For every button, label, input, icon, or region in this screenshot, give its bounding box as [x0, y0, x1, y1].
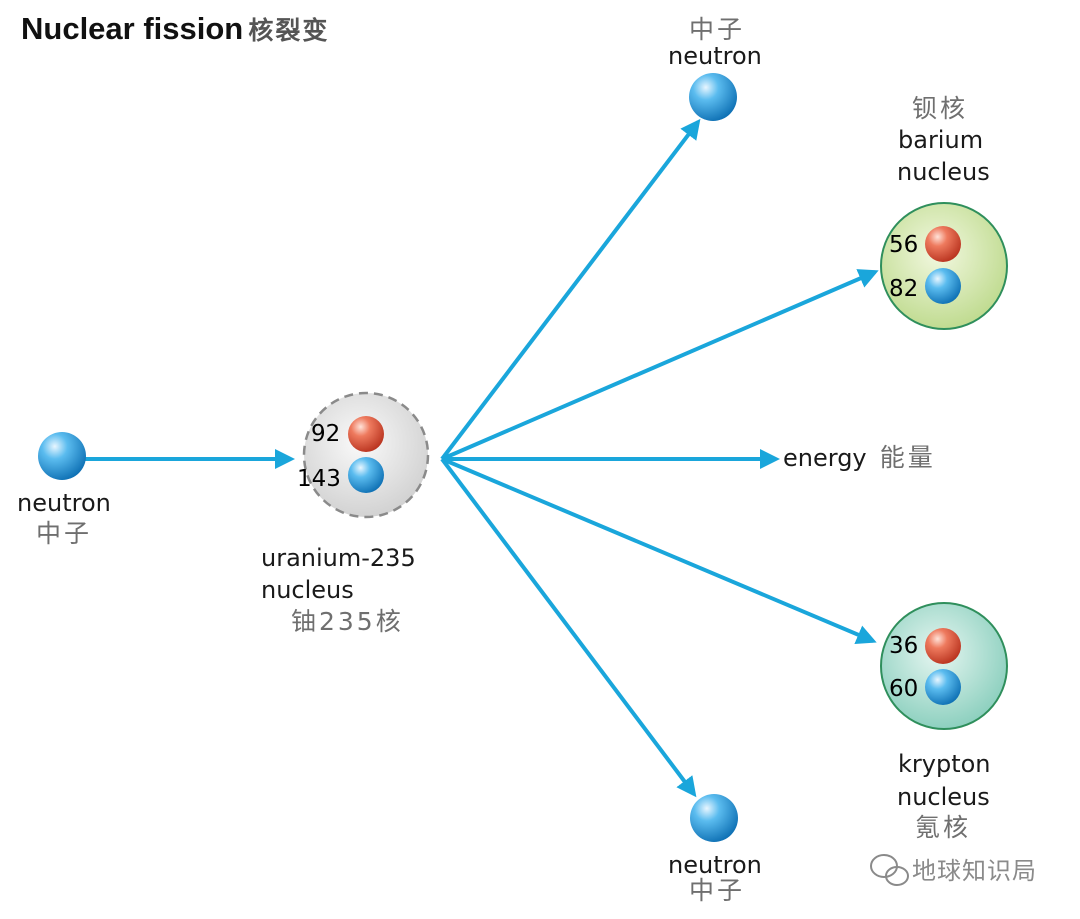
krypton-label-en-1: krypton	[898, 750, 991, 778]
energy-label-en: energy	[783, 444, 867, 472]
title-zh: 核裂变	[248, 16, 330, 45]
barium-label-en-1: barium	[898, 126, 984, 154]
energy-label: energy 能量	[783, 445, 936, 470]
barium-neutron-ball	[925, 268, 961, 304]
krypton-neutron-count: 60	[889, 676, 919, 702]
energy-label-zh: 能量	[879, 443, 936, 472]
arrow-to-krypton	[441, 457, 877, 644]
barium-proton-count: 56	[889, 232, 919, 258]
krypton-proton-count: 36	[889, 633, 919, 659]
barium-label-en-2: nucleus	[897, 158, 990, 186]
title: Nuclear fission 核裂变	[21, 13, 329, 44]
arrow-to-barium	[441, 269, 879, 461]
bottom-neutron-label-en: neutron	[668, 851, 762, 879]
krypton-nucleus	[880, 602, 1008, 730]
uranium-label-zh: 铀235核	[291, 607, 404, 636]
top-neutron-label-zh: 中子	[689, 15, 746, 44]
incoming-neutron-label-zh: 中子	[36, 519, 93, 548]
uranium-label-en-2: nucleus	[261, 576, 354, 604]
krypton-proton-ball	[925, 628, 961, 664]
uranium-proton-ball	[348, 416, 384, 452]
barium-neutron-count: 82	[889, 276, 919, 302]
title-en: Nuclear fission	[21, 11, 244, 46]
arrow-to-top-neutron	[440, 118, 701, 461]
top-neutron-particle	[689, 73, 737, 121]
uranium-proton-count: 92	[311, 421, 341, 447]
uranium-neutron-ball	[348, 457, 384, 493]
barium-nucleus	[880, 202, 1008, 330]
bottom-neutron-particle	[690, 794, 738, 842]
krypton-neutron-ball	[925, 669, 961, 705]
krypton-label-zh: 氪核	[915, 813, 972, 842]
top-neutron-label-en: neutron	[668, 42, 762, 70]
uranium-nucleus	[302, 391, 430, 519]
krypton-label-en-2: nucleus	[897, 783, 990, 811]
barium-label-zh: 钡核	[912, 94, 969, 123]
arrow-to-bottom-neutron	[440, 457, 697, 798]
bottom-neutron-label-zh: 中子	[689, 876, 746, 905]
uranium-label-en-1: uranium-235	[261, 544, 416, 572]
incoming-neutron-particle	[38, 432, 86, 480]
barium-proton-ball	[925, 226, 961, 262]
uranium-neutron-count: 143	[297, 466, 341, 492]
incoming-neutron-label-en: neutron	[17, 489, 111, 517]
wechat-icon	[870, 854, 909, 886]
watermark-text: 地球知识局	[912, 857, 1037, 885]
